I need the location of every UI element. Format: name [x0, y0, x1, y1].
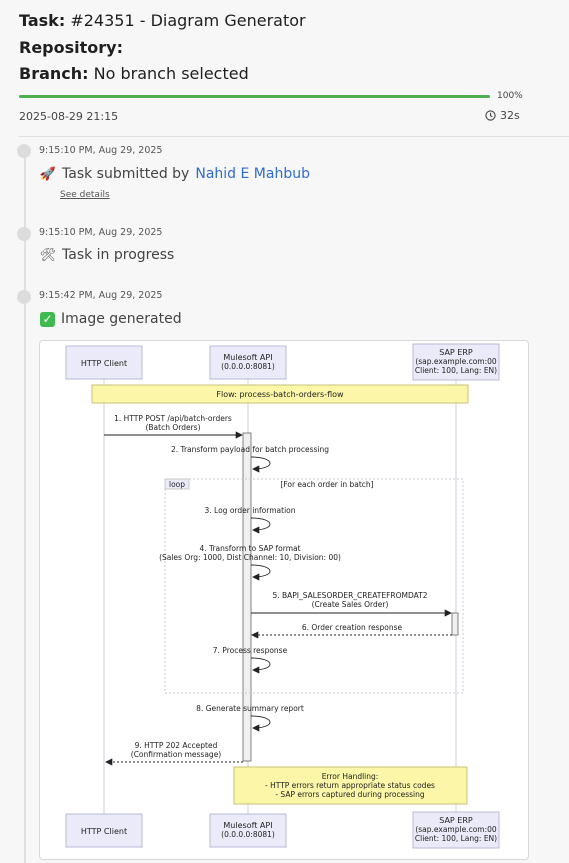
user-link[interactable]: Nahid E Mahbub: [195, 166, 310, 182]
participant-sub: (0.0.0.0:8081): [221, 362, 275, 371]
participant-sap-erp-bottom: SAP ERP (sap.example.com:00 Client: 100,…: [412, 811, 500, 849]
svg-text:8. Generate summary report: 8. Generate summary report: [196, 704, 304, 713]
svg-text:- SAP errors captured during p: - SAP errors captured during processing: [275, 790, 425, 799]
message-2: 2. Transform payload for batch processin…: [171, 445, 329, 473]
participant-sap-erp-top: SAP ERP (sap.example.com:00 Client: 100,…: [412, 343, 500, 381]
progress-percent: 100%: [497, 91, 523, 101]
timeline-dot: [17, 290, 31, 304]
error-handling-note: Error Handling: - HTTP errors return app…: [233, 766, 468, 805]
svg-text:9. HTTP 202 Accepted: 9. HTTP 202 Accepted: [135, 741, 218, 750]
svg-text:(Batch Orders): (Batch Orders): [145, 423, 200, 432]
participant-label: Mulesoft API: [223, 353, 272, 362]
event-text: Task submitted by: [62, 166, 190, 182]
svg-text:(Confirmation message): (Confirmation message): [131, 750, 222, 759]
check-box-icon: ✓: [40, 311, 55, 327]
message-9: 9. HTTP 202 Accepted (Confirmation messa…: [105, 741, 243, 766]
message-6: 6. Order creation response: [251, 623, 452, 639]
svg-text:1. HTTP POST /api/batch-orders: 1. HTTP POST /api/batch-orders: [114, 414, 232, 423]
svg-text:7. Process response: 7. Process response: [213, 646, 288, 655]
loop-label: loop: [169, 480, 185, 489]
svg-text:Mulesoft API: Mulesoft API: [223, 821, 272, 830]
message-7: 7. Process response: [213, 646, 288, 674]
rocket-icon: 🚀: [39, 166, 57, 182]
message-4: 4. Transform to SAP format (Sales Org: 1…: [159, 544, 341, 581]
svg-text:6. Order creation response: 6. Order creation response: [302, 623, 403, 632]
svg-text:- HTTP errors return appropria: - HTTP errors return appropriate status …: [265, 781, 435, 790]
loop-frame: loop [For each order in batch]: [164, 478, 464, 694]
participant-label: HTTP Client: [81, 359, 127, 368]
activation-bar-sap: [451, 612, 459, 636]
svg-text:3. Log order information: 3. Log order information: [205, 506, 296, 515]
progress-fill: [19, 95, 490, 98]
participant-mulesoft-api-bottom: Mulesoft API (0.0.0.0:8081): [209, 813, 287, 848]
participant-http-client-bottom: HTTP Client: [65, 813, 143, 848]
task-title: Task: #24351 - Diagram Generator: [19, 11, 306, 30]
duration: 32s: [485, 109, 520, 122]
header-divider: [19, 136, 569, 137]
timeline-line: [24, 150, 26, 863]
task-value: #24351 - Diagram Generator: [70, 11, 306, 30]
participant-mulesoft-api-top: Mulesoft API (0.0.0.0:8081): [209, 345, 287, 380]
svg-text:5. BAPI_SALESORDER_CREATEFROMD: 5. BAPI_SALESORDER_CREATEFROMDAT2: [272, 591, 427, 600]
svg-text:2. Transform payload for batch: 2. Transform payload for batch processin…: [171, 445, 329, 454]
event-task-in-progress: 🛠 Task in progress: [39, 247, 175, 263]
branch-label: Branch:: [19, 64, 89, 83]
timeline-dot: [17, 144, 31, 158]
task-label: Task:: [19, 11, 66, 30]
svg-text:(sap.example.com:00: (sap.example.com:00: [415, 825, 497, 834]
hammer-wrench-icon: 🛠: [39, 247, 57, 263]
see-details-link[interactable]: See details: [60, 190, 110, 200]
svg-text:4. Transform to SAP format: 4. Transform to SAP format: [199, 544, 300, 553]
branch-row: Branch: No branch selected: [19, 64, 249, 83]
event-time: 9:15:42 PM, Aug 29, 2025: [39, 290, 163, 301]
event-text: Task in progress: [62, 247, 175, 263]
repository-label: Repository:: [19, 38, 123, 57]
participant-sub: Client: 100, Lang: EN): [415, 366, 497, 375]
activation-bar-mulesoft: [242, 432, 252, 762]
participant-http-client-top: HTTP Client: [65, 345, 143, 380]
event-image-generated: ✓ Image generated: [40, 311, 182, 327]
branch-value: No branch selected: [93, 64, 249, 83]
loop-condition: [For each order in batch]: [280, 480, 373, 489]
task-date: 2025-08-29 21:15: [19, 110, 119, 123]
flow-note-text: Flow: process-batch-orders-flow: [216, 390, 344, 399]
event-text: Image generated: [61, 311, 182, 327]
svg-text:Error Handling:: Error Handling:: [322, 772, 379, 781]
duration-value: 32s: [500, 109, 520, 122]
svg-text:Client: 100, Lang: EN): Client: 100, Lang: EN): [415, 834, 497, 843]
repository-row: Repository:: [19, 38, 123, 57]
event-time: 9:15:10 PM, Aug 29, 2025: [39, 145, 163, 156]
sequence-diagram: HTTP Client Mulesoft API (0.0.0.0:8081) …: [65, 343, 500, 849]
progress-bar: [19, 95, 490, 98]
participant-sub: (sap.example.com:00: [415, 357, 497, 366]
event-time: 9:15:10 PM, Aug 29, 2025: [39, 227, 163, 238]
timeline-dot: [17, 227, 31, 241]
svg-text:SAP ERP: SAP ERP: [439, 816, 473, 825]
message-3: 3. Log order information: [205, 506, 296, 534]
svg-text:(Create Sales Order): (Create Sales Order): [312, 600, 389, 609]
svg-text:HTTP Client: HTTP Client: [81, 827, 127, 836]
message-8: 8. Generate summary report: [196, 704, 304, 732]
flow-note: Flow: process-batch-orders-flow: [91, 384, 469, 404]
generated-diagram-image[interactable]: HTTP Client Mulesoft API (0.0.0.0:8081) …: [39, 340, 529, 860]
clock-icon: [485, 110, 496, 121]
svg-text:(Sales Org: 1000, Dist Channel: (Sales Org: 1000, Dist Channel: 10, Divi…: [159, 553, 341, 562]
svg-text:(0.0.0.0:8081): (0.0.0.0:8081): [221, 830, 275, 839]
event-task-submitted: 🚀 Task submitted by Nahid E Mahbub: [40, 166, 310, 182]
message-1: 1. HTTP POST /api/batch-orders (Batch Or…: [104, 414, 243, 439]
participant-label: SAP ERP: [439, 348, 473, 357]
message-5: 5. BAPI_SALESORDER_CREATEFROMDAT2 (Creat…: [251, 591, 452, 617]
